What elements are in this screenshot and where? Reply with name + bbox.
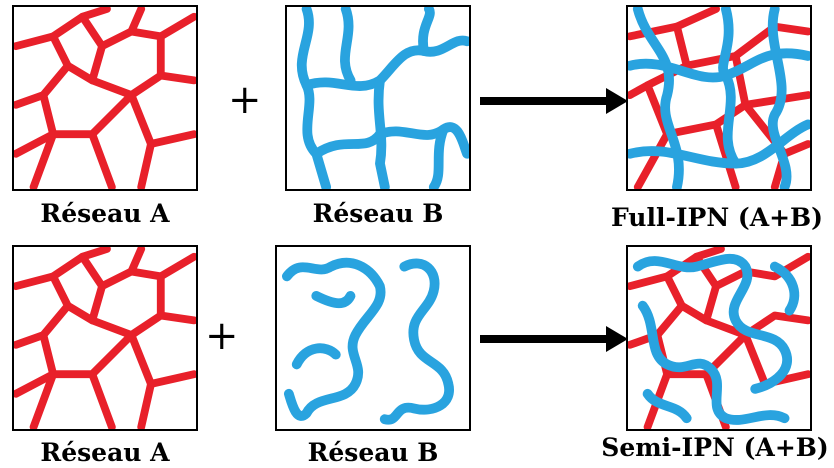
network-b-label-bottom: Réseau B — [307, 438, 439, 467]
network-a-crosslinked-graphic-bottom — [14, 247, 196, 429]
network-a-panel-bottom — [12, 245, 198, 431]
full-ipn-label: Full-IPN (A+B) — [610, 203, 824, 232]
network-b-crosslinked-graphic — [296, 7, 469, 189]
arrow-right-bottom — [480, 326, 628, 352]
network-a-crosslinked-graphic — [14, 7, 196, 189]
network-a-label-bottom: Réseau A — [40, 438, 170, 467]
semi-ipn-label: Semi-IPN (A+B) — [601, 433, 829, 462]
network-a-panel-top — [12, 5, 198, 191]
network-b-label-top: Réseau B — [312, 199, 444, 228]
full-ipn-panel — [626, 5, 812, 191]
network-b-panel-top — [285, 5, 471, 191]
plus-sign-top: + — [228, 77, 262, 123]
plus-sign-bottom: + — [205, 313, 239, 359]
full-ipn-graphic — [628, 7, 810, 189]
network-a-label-top: Réseau A — [40, 199, 170, 228]
network-b-linear-chains-graphic — [282, 257, 454, 425]
network-b-panel-bottom — [275, 245, 471, 431]
semi-ipn-graphic — [628, 247, 810, 429]
semi-ipn-panel — [626, 245, 812, 431]
arrow-right-top — [480, 88, 628, 114]
